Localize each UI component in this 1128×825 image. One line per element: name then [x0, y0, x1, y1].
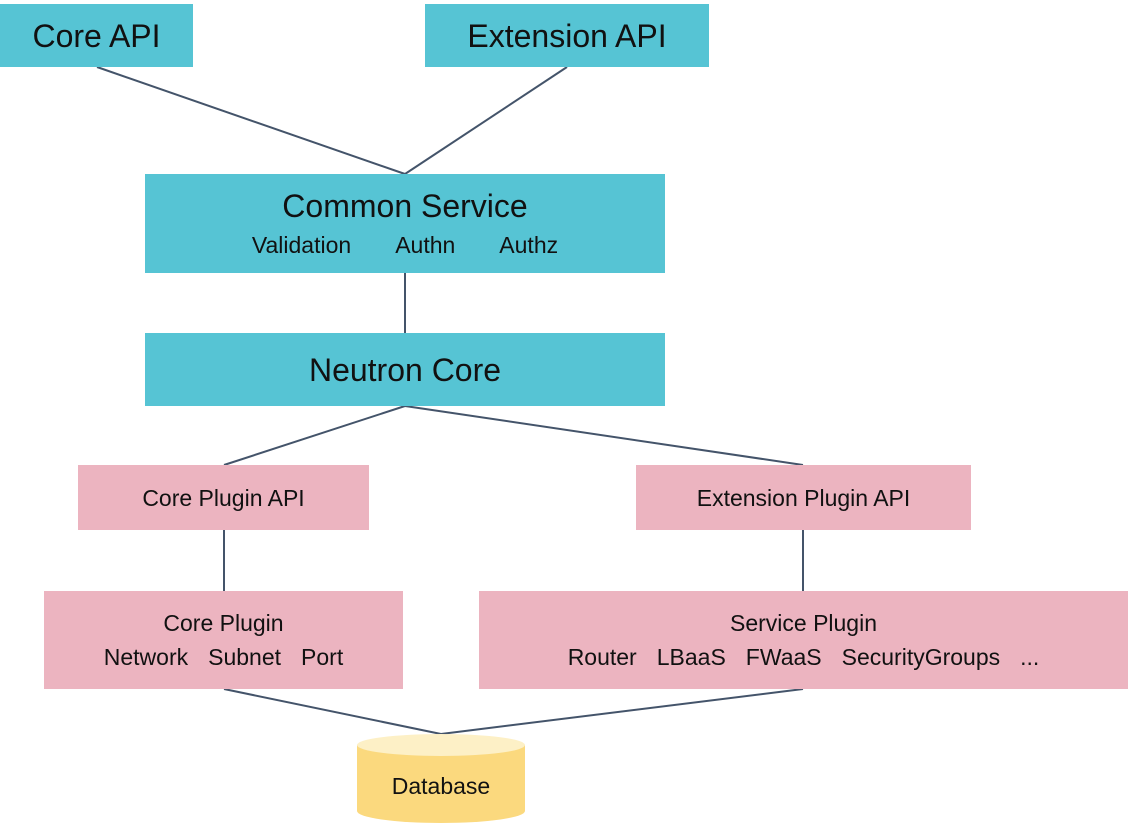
core-api-title: Core API	[32, 17, 161, 54]
common-service-box: Common Service Validation Authn Authz	[145, 174, 665, 273]
extension-api-title: Extension API	[467, 17, 667, 54]
core-plugin-items: Network Subnet Port	[94, 642, 353, 672]
common-service-title: Common Service	[282, 187, 528, 224]
extension-plugin-api-box: Extension Plugin API	[636, 465, 971, 530]
common-service-item: Authn	[395, 231, 456, 258]
neutron-core-box: Neutron Core	[145, 333, 665, 406]
edge-neutron-core-to-core-plugin-api	[223, 405, 406, 466]
core-plugin-item: Subnet	[208, 644, 282, 670]
service-plugin-item: FWaaS	[745, 644, 822, 670]
neutron-core-title: Neutron Core	[308, 351, 502, 388]
service-plugin-item: ...	[1020, 644, 1040, 670]
edge-core-api-to-common-service	[96, 66, 406, 175]
database-body	[357, 745, 525, 823]
service-plugin-item: Router	[567, 644, 637, 670]
edge-extension-api-to-common-service	[404, 66, 568, 175]
service-plugin-box: Service Plugin Router LBaaS FWaaS Securi…	[479, 591, 1128, 689]
database-node: Database	[356, 733, 526, 825]
extension-api-box: Extension API	[425, 4, 709, 67]
extension-plugin-api-title: Extension Plugin API	[696, 484, 911, 511]
edge-core-plugin-to-database	[223, 688, 442, 735]
service-plugin-item: LBaaS	[656, 644, 726, 670]
core-plugin-item: Network	[103, 644, 189, 670]
common-service-items: Validation Authn Authz	[230, 230, 580, 260]
core-api-box: Core API	[0, 4, 193, 67]
service-plugin-item: SecurityGroups	[841, 644, 1001, 670]
database-label: Database	[391, 773, 491, 799]
edge-neutron-core-to-extension-plugin-api	[404, 405, 804, 466]
database-top	[357, 734, 525, 756]
database-cylinder-icon	[357, 734, 525, 823]
service-plugin-items: Router LBaaS FWaaS SecurityGroups ...	[558, 642, 1050, 672]
core-plugin-box: Core Plugin Network Subnet Port	[44, 591, 403, 689]
core-plugin-api-box: Core Plugin API	[78, 465, 369, 530]
core-plugin-item: Port	[301, 644, 344, 670]
edge-service-plugin-to-database	[440, 688, 804, 735]
service-plugin-title: Service Plugin	[729, 610, 878, 636]
core-plugin-title: Core Plugin	[163, 610, 284, 636]
common-service-item: Validation	[251, 231, 352, 258]
core-plugin-api-title: Core Plugin API	[142, 484, 305, 511]
common-service-item: Authz	[499, 231, 559, 258]
